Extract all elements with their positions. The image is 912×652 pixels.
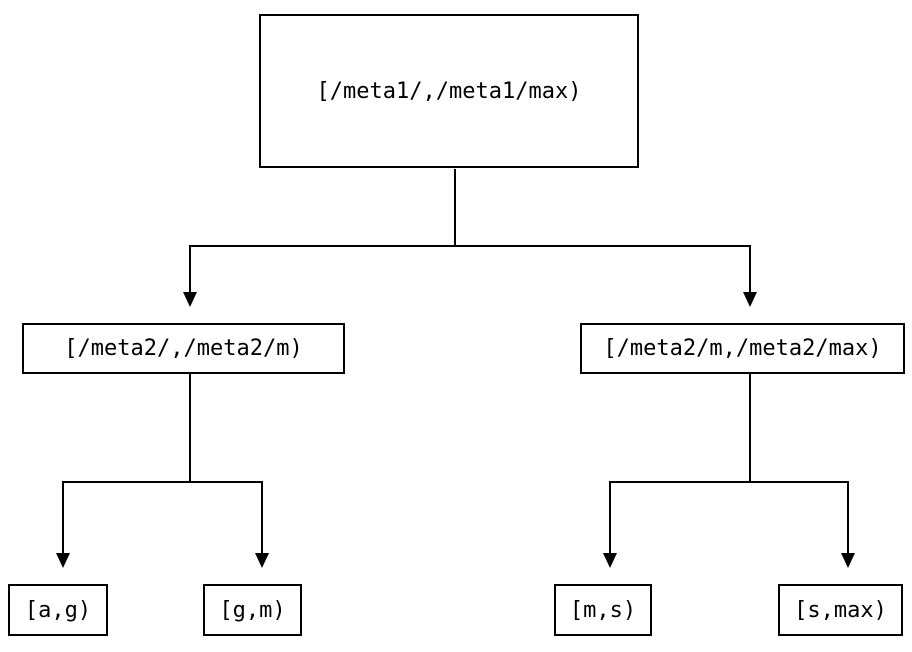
edge-left-to-leaves (56, 373, 269, 568)
arrowhead-leaf-gm (255, 553, 269, 568)
edge-root-to-children (183, 169, 757, 307)
node-left-interval: [/meta2/,/meta2/m) (22, 323, 345, 374)
node-leaf-ag: [a,g) (8, 584, 108, 636)
node-right-interval: [/meta2/m,/meta2/max) (580, 323, 905, 374)
node-leaf-gm: [g,m) (203, 584, 302, 636)
arrowhead-left-child (183, 292, 197, 307)
arrowhead-leaf-smax (841, 553, 855, 568)
node-root-interval: [/meta1/,/meta1/max) (259, 14, 639, 168)
node-leaf-ms: [m,s) (554, 584, 652, 636)
arrowhead-right-child (743, 292, 757, 307)
node-leaf-smax: [s,max) (778, 584, 903, 636)
edge-right-to-leaves (603, 373, 855, 568)
arrowhead-leaf-ag (56, 553, 70, 568)
arrowhead-leaf-ms (603, 553, 617, 568)
